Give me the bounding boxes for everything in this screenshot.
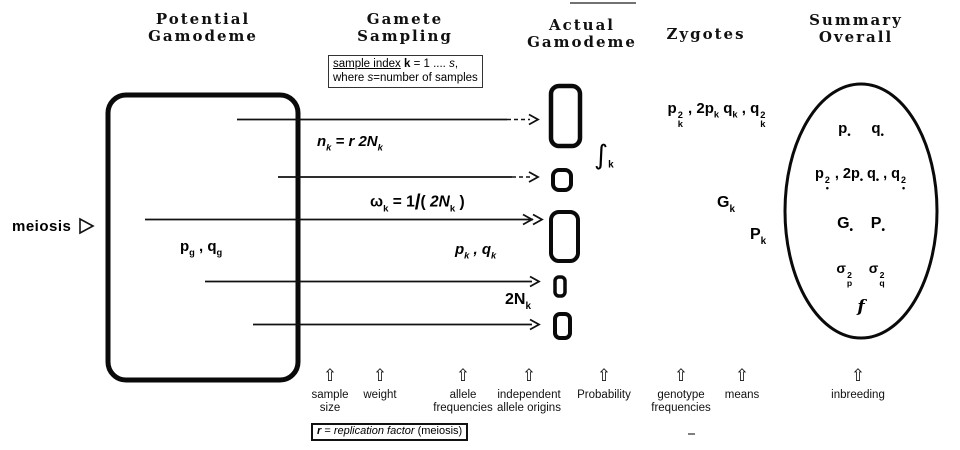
up-arrow-icon: ⇧ [455, 366, 471, 386]
actual-gamodeme-sample-3 [549, 210, 580, 263]
header-line: Actual [548, 16, 616, 34]
header-line: Potential [155, 10, 251, 28]
sample-size-formula: nk = r 2Nk [317, 133, 383, 153]
up-arrow-icon: ⇧ [596, 366, 612, 386]
zygote-phenotypic-value: Pk [750, 226, 767, 247]
annotation-label: inbreeding [831, 389, 885, 401]
header-line: Gamodeme [527, 33, 637, 51]
header-line: Summary [809, 11, 903, 29]
header-line: Overall [818, 28, 894, 46]
gamete-arrow-1 [237, 113, 540, 126]
parent-allele-frequencies: pg , qg [180, 238, 223, 258]
weight-formula: ωk = 1/( 2Nk ) [370, 191, 465, 215]
annotation-inbreeding: ⇧ inbreeding [810, 367, 906, 402]
up-arrow-icon: ⇧ [521, 366, 537, 386]
summary-inbreeding-coefficient: f [857, 297, 865, 317]
potential-gamodeme-box [105, 92, 301, 383]
annotation-probability: ⇧ Probability [556, 367, 652, 402]
gamete-arrow-2 [278, 171, 540, 183]
zygote-genotypic-value: Gk [717, 194, 735, 215]
summary-mean-allele-freqs: p• q• [838, 120, 884, 140]
integral-k-symbol: ∫k [594, 140, 614, 171]
actual-gamodeme-sample-2 [551, 168, 573, 192]
summary-ellipse [783, 82, 939, 340]
up-arrow-icon: ⇧ [850, 366, 866, 386]
column-title-actual-gamodeme: Actual Gamodeme [512, 17, 652, 51]
header-line: Gamodeme [148, 27, 258, 45]
annotation-label: Probability [577, 389, 631, 401]
sample-index-note: sample index k = 1 .... s, where s=numbe… [328, 55, 483, 88]
up-arrow-icon: ⇧ [673, 366, 689, 386]
actual-gamodeme-sample-5 [553, 312, 572, 340]
annotation-label: weight [363, 389, 397, 401]
header-line: Gamete [366, 10, 444, 28]
annotation-label: means [724, 389, 760, 401]
actual-gamodeme-sample-4 [553, 275, 567, 298]
column-title-gamete-sampling: Gamete Sampling [325, 11, 485, 45]
replication-factor-note: r = replication factor (meiosis) [311, 423, 469, 441]
actual-gamodeme-sample-1 [548, 83, 583, 149]
up-arrow-icon: ⇧ [322, 366, 338, 386]
summary-means-G-P: G• P• [837, 215, 885, 236]
sample-index-line2: where s=number of samples [333, 72, 478, 84]
gamete-arrow-3 [145, 213, 544, 226]
gamete-arrow-5 [253, 318, 541, 331]
header-line: Sampling [357, 27, 453, 45]
sample-allele-frequencies: pk , qk [455, 241, 497, 261]
header-line: Zygotes [666, 25, 746, 43]
gamete-arrow-4 [205, 275, 541, 288]
annotation-means: ⇧ means [694, 367, 790, 402]
column-title-potential-gamodeme: Potential Gamodeme [123, 11, 283, 45]
column-title-zygotes: Zygotes [646, 26, 766, 43]
up-arrow-icon: ⇧ [372, 366, 388, 386]
sample-gamete-count: 2Nk [505, 291, 531, 312]
sample-index-line1: sample index k = 1 .... s, [333, 58, 459, 70]
meiosis-label: meiosis [12, 218, 72, 235]
column-title-summary-overall: Summary Overall [786, 12, 926, 46]
up-arrow-icon: ⇧ [734, 366, 750, 386]
meiosis-triangle-icon [79, 217, 95, 235]
annotation-weight: ⇧ weight [332, 367, 428, 402]
